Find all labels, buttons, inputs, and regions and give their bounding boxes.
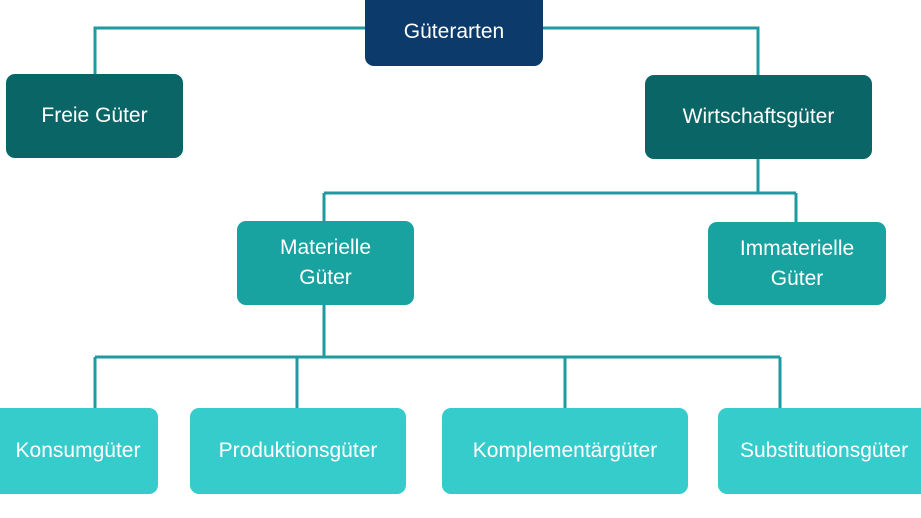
- node-materielle-gueter-line1: Materielle: [279, 236, 372, 259]
- node-immaterielle-gueter-line2: Güter: [770, 266, 824, 290]
- node-konsumgueter: Konsumgüter: [0, 408, 158, 494]
- node-komplementaergueter: Komplementärgüter: [442, 408, 688, 494]
- node-freie-gueter-label: Freie Güter: [41, 104, 148, 127]
- node-immaterielle-gueter: Immaterielle Güter: [708, 222, 886, 305]
- node-komplementaergueter-label: Komplementärgüter: [472, 439, 658, 462]
- connector-root-to-freie-gueter: [93, 26, 365, 76]
- node-konsumgueter-label: Konsumgüter: [15, 439, 141, 462]
- node-wirtschaftsgueter: Wirtschaftsgüter: [645, 75, 872, 159]
- node-freie-gueter: Freie Güter: [6, 74, 183, 158]
- node-materielle-gueter-line2: Güter: [299, 266, 352, 289]
- node-produktionsgueter: Produktionsgüter: [190, 408, 406, 494]
- node-wirtschaftsgueter-label: Wirtschaftsgüter: [682, 105, 835, 128]
- node-substitutionsgueter-label: Substitutionsgüter: [740, 439, 909, 462]
- node-immaterielle-gueter-line1: Immaterielle: [739, 236, 855, 260]
- node-gueterarten: Güterarten: [365, 0, 543, 66]
- node-substitutionsgueter: Substitutionsgüter: [718, 408, 921, 494]
- node-materielle-gueter: Materielle Güter: [237, 221, 414, 305]
- node-produktionsgueter-label: Produktionsgüter: [218, 439, 378, 462]
- node-gueterarten-label: Güterarten: [403, 20, 505, 43]
- connector-root-to-wirtschaftsgueter: [542, 26, 760, 76]
